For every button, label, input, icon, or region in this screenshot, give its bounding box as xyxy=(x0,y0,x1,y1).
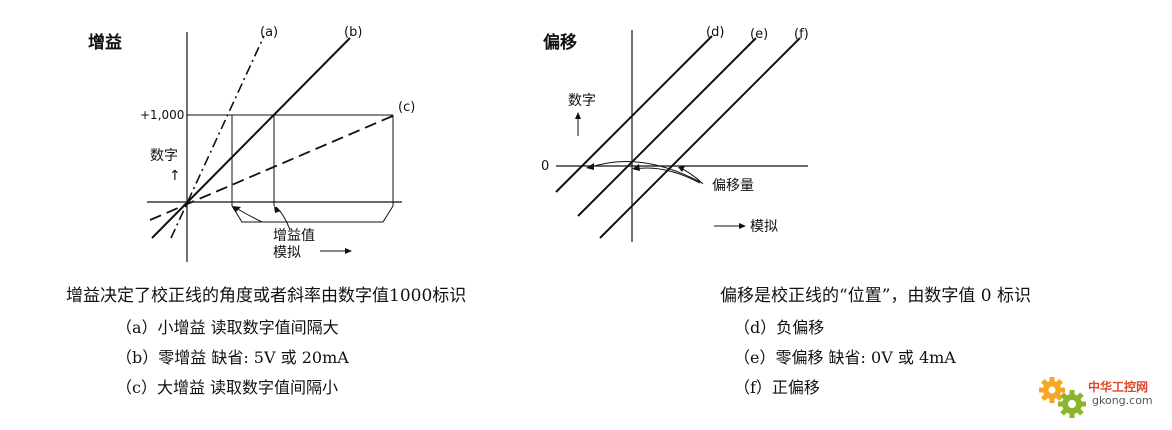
gear-icon xyxy=(1039,377,1086,418)
gain-line-b xyxy=(151,37,351,239)
gain-title: 增益 xyxy=(88,32,122,53)
gain-value-label: 增益值 xyxy=(273,228,315,244)
offset-analog-arrowhead xyxy=(739,223,746,229)
watermark-url: gkong.com xyxy=(1092,394,1153,407)
gain-value-bracket xyxy=(231,205,394,223)
gain-analog-label: 模拟 xyxy=(273,245,301,261)
gain-caption-item-c: （c）大增益 读取数字值间隔小 xyxy=(116,378,339,397)
offset-amount-label: 偏移量 xyxy=(712,178,754,194)
gain-line-c xyxy=(149,114,396,221)
gain-bracket-arrowhead-left xyxy=(232,206,241,212)
offset-zero-label: 0 xyxy=(541,159,549,174)
offset-caption-item-e: （e）零偏移 缺省: 0V 或 4mA xyxy=(734,348,956,367)
gain-bracket-arrow-left xyxy=(235,207,263,223)
gain-analog-arrowhead xyxy=(345,248,352,254)
gain-line-c-label: (c) xyxy=(398,100,415,115)
offset-line-d-label: (d) xyxy=(706,25,724,40)
offset-line-f xyxy=(599,37,801,239)
gain-1000-label: +1,000 xyxy=(140,108,184,122)
gain-bracket-arrowhead-right xyxy=(274,206,281,213)
offset-line-d xyxy=(555,35,713,193)
gain-caption-item-a: （a）小增益 读取数字值间隔大 xyxy=(116,318,339,337)
offset-digital-label: 数字 xyxy=(568,93,596,109)
offset-arrow-d xyxy=(587,161,701,183)
offset-caption-heading: 偏移是校正线的“位置”，由数字值 0 标识 xyxy=(720,286,1032,306)
offset-line-f-label: (f) xyxy=(794,27,809,42)
gain-caption-heading: 增益决定了校正线的角度或者斜率由数字值1000标识 xyxy=(66,286,467,306)
offset-arrowhead-f xyxy=(678,166,685,172)
offset-line-e xyxy=(577,37,757,217)
gain-line-b-label: (b) xyxy=(344,25,362,40)
offset-up-arrowhead xyxy=(575,112,581,119)
gain-caption-item-b: （b）零增益 缺省: 5V 或 20mA xyxy=(116,348,349,367)
offset-arrow-e xyxy=(633,167,701,184)
gain-diagram: 增益 (a) (b) (c) +1,000 数字 ↑ 增益值 模拟 xyxy=(88,25,415,262)
gkong-watermark: 中华工控网 gkong.com xyxy=(1036,372,1166,424)
gain-digital-label: 数字 xyxy=(150,148,178,164)
gain-up-arrow: ↑ xyxy=(169,168,181,184)
watermark-name: 中华工控网 xyxy=(1088,380,1149,394)
offset-diagram: 偏移 (d) (e) (f) 数字 0 偏移量 模拟 xyxy=(541,25,809,242)
offset-arrowhead-e xyxy=(632,164,640,171)
offset-arrowhead-d xyxy=(586,163,594,170)
offset-line-e-label: (e) xyxy=(750,27,768,42)
offset-analog-label: 模拟 xyxy=(750,219,778,235)
offset-caption-item-d: （d）负偏移 xyxy=(734,318,825,337)
offset-caption-item-f: （f）正偏移 xyxy=(734,378,820,397)
gain-line-a-label: (a) xyxy=(260,25,278,40)
gain-line-a xyxy=(170,35,265,239)
offset-title: 偏移 xyxy=(543,32,577,53)
gain-bracket-arrow-right xyxy=(275,206,291,231)
